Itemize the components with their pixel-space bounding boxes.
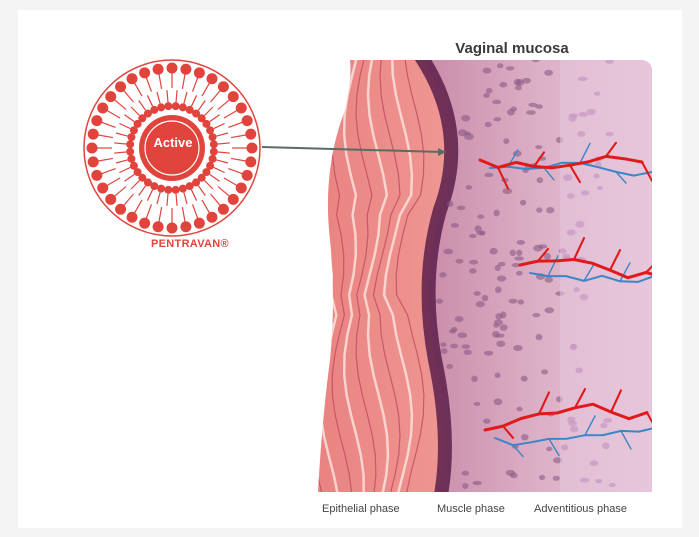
active-label: Active (135, 135, 211, 150)
phase-label-adventitious: Adventitious phase (534, 503, 627, 515)
diagram-title: Vaginal mucosa (432, 40, 592, 57)
histology-image (300, 55, 699, 500)
brand-label: PENTRAVAN® (120, 238, 260, 250)
phase-label-muscle: Muscle phase (437, 503, 505, 515)
phase-label-epithelial: Epithelial phase (322, 503, 400, 515)
